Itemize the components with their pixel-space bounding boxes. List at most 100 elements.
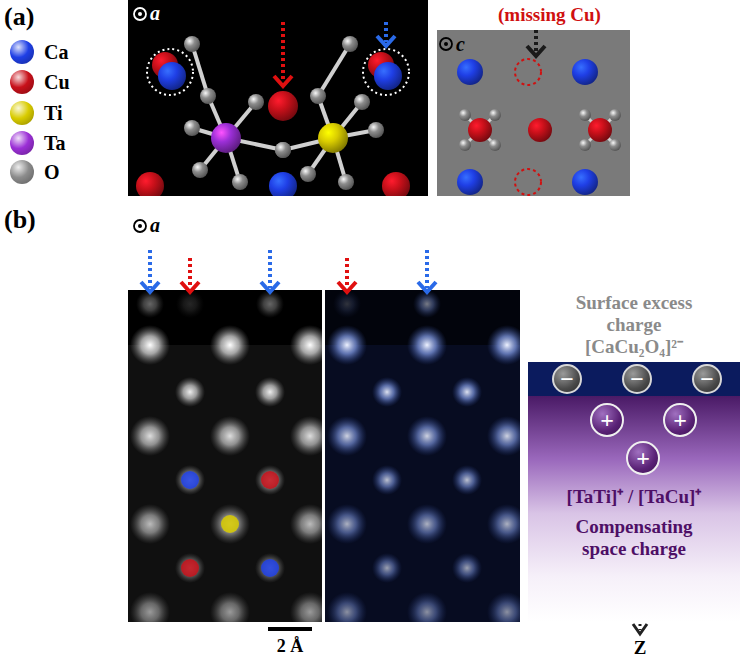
atom-column (452, 553, 482, 583)
structure-panel (128, 0, 428, 196)
defect-label: [TaTi]⁺ / [TaCu]⁺ (534, 486, 734, 508)
ca-atom (374, 62, 402, 90)
scale-bar (268, 627, 312, 631)
charge-sign: − (560, 367, 574, 391)
pointer-arrow (281, 22, 285, 82)
atom-column (452, 377, 482, 407)
view-axis-dot (138, 224, 142, 228)
o-atom (609, 109, 621, 121)
bond (192, 44, 208, 96)
legend-entry: Ca (10, 40, 68, 64)
o-atom (248, 94, 264, 110)
ti-atom (318, 123, 348, 153)
atom-column (372, 377, 402, 407)
callout-label: (missing Cu) (498, 4, 601, 26)
atom-column (130, 416, 170, 456)
legend-swatch (10, 40, 34, 64)
panel-label: (b) (4, 205, 36, 235)
region-label: Compensating space charge (559, 516, 709, 560)
arrow-head (633, 624, 647, 634)
o-atom (489, 139, 501, 151)
legend-label: Ca (44, 41, 68, 64)
negative-charge: − (692, 364, 722, 394)
legend-entry: Ti (10, 101, 63, 125)
atom-column (327, 416, 367, 456)
atom-column (210, 592, 250, 622)
pointer-arrow (425, 250, 429, 288)
bond (318, 44, 350, 96)
o-atom (459, 109, 471, 121)
atom-column (210, 504, 250, 544)
atom-column (407, 416, 447, 456)
view-axis-symbol (134, 8, 146, 20)
cu-atom (588, 118, 612, 142)
atom-column (175, 553, 205, 583)
positive-charge: + (590, 403, 624, 437)
atom-column (372, 465, 402, 495)
missing-site (515, 59, 541, 85)
site-marker (261, 559, 279, 577)
site-marker (181, 559, 199, 577)
legend-swatch (10, 131, 34, 155)
o-atom (342, 36, 358, 52)
highlight-ring (147, 49, 193, 95)
axis-label: Z (628, 637, 652, 659)
ca-atom (158, 62, 186, 90)
atom-column (210, 325, 250, 365)
atom-column (290, 504, 322, 544)
negative-charge: − (552, 364, 582, 394)
atom-column (175, 377, 205, 407)
label-anchor: 2 Å (260, 636, 320, 657)
charge-sign: − (700, 367, 714, 391)
negative-charge: − (622, 364, 652, 394)
site-marker (221, 515, 239, 533)
legend-entry: Ta (10, 131, 66, 155)
axis-label: a (150, 214, 160, 237)
legend-label: Ti (44, 102, 63, 125)
axis-label: c (456, 33, 465, 56)
o-atom (354, 94, 370, 110)
view-axis-dot (138, 12, 142, 16)
o-atom (300, 166, 316, 182)
arrow-head (141, 282, 159, 292)
cu-atom (528, 118, 552, 142)
cu-atom (382, 172, 410, 196)
cu-atom (136, 172, 164, 196)
image-ground (325, 345, 520, 622)
ca-atom (572, 59, 598, 85)
o-atom (579, 139, 591, 151)
arrow-head (274, 76, 292, 86)
legend-swatch (10, 70, 34, 94)
view-axis-symbol (134, 220, 146, 232)
atom-column (487, 325, 520, 365)
label-anchor: (b) (4, 205, 36, 235)
atom-column (327, 592, 367, 622)
positive-charge: + (626, 441, 660, 475)
surface-charge-band: Surface excess charge [CaCu₂O₄]²⁻−−− (528, 362, 740, 396)
ca-atom (457, 169, 483, 195)
o-atom (579, 109, 591, 121)
scale-label: 2 Å (260, 636, 320, 657)
atom-column (175, 465, 205, 495)
atom-column (130, 592, 170, 622)
pointer-arrow (534, 30, 538, 52)
o-atom (192, 162, 208, 178)
arrow-head (377, 36, 395, 46)
o-atom (275, 142, 291, 158)
legend-label: Ta (44, 132, 66, 155)
highlight-ring (363, 49, 409, 95)
charge-sign: + (636, 446, 650, 470)
panel-label: (a) (4, 2, 34, 32)
charge-sign: + (600, 408, 614, 432)
label-anchor: (a) (4, 2, 34, 32)
view-axis-symbol (440, 38, 452, 50)
atom-column (290, 592, 322, 622)
label-anchor: a (150, 2, 160, 25)
atom-column (452, 465, 482, 495)
atom-column (487, 416, 520, 456)
arrow-head (338, 282, 356, 292)
missing-site (515, 169, 541, 195)
plan-panel (437, 30, 630, 196)
atom-column (372, 553, 402, 583)
label-anchor: Z (628, 637, 652, 659)
